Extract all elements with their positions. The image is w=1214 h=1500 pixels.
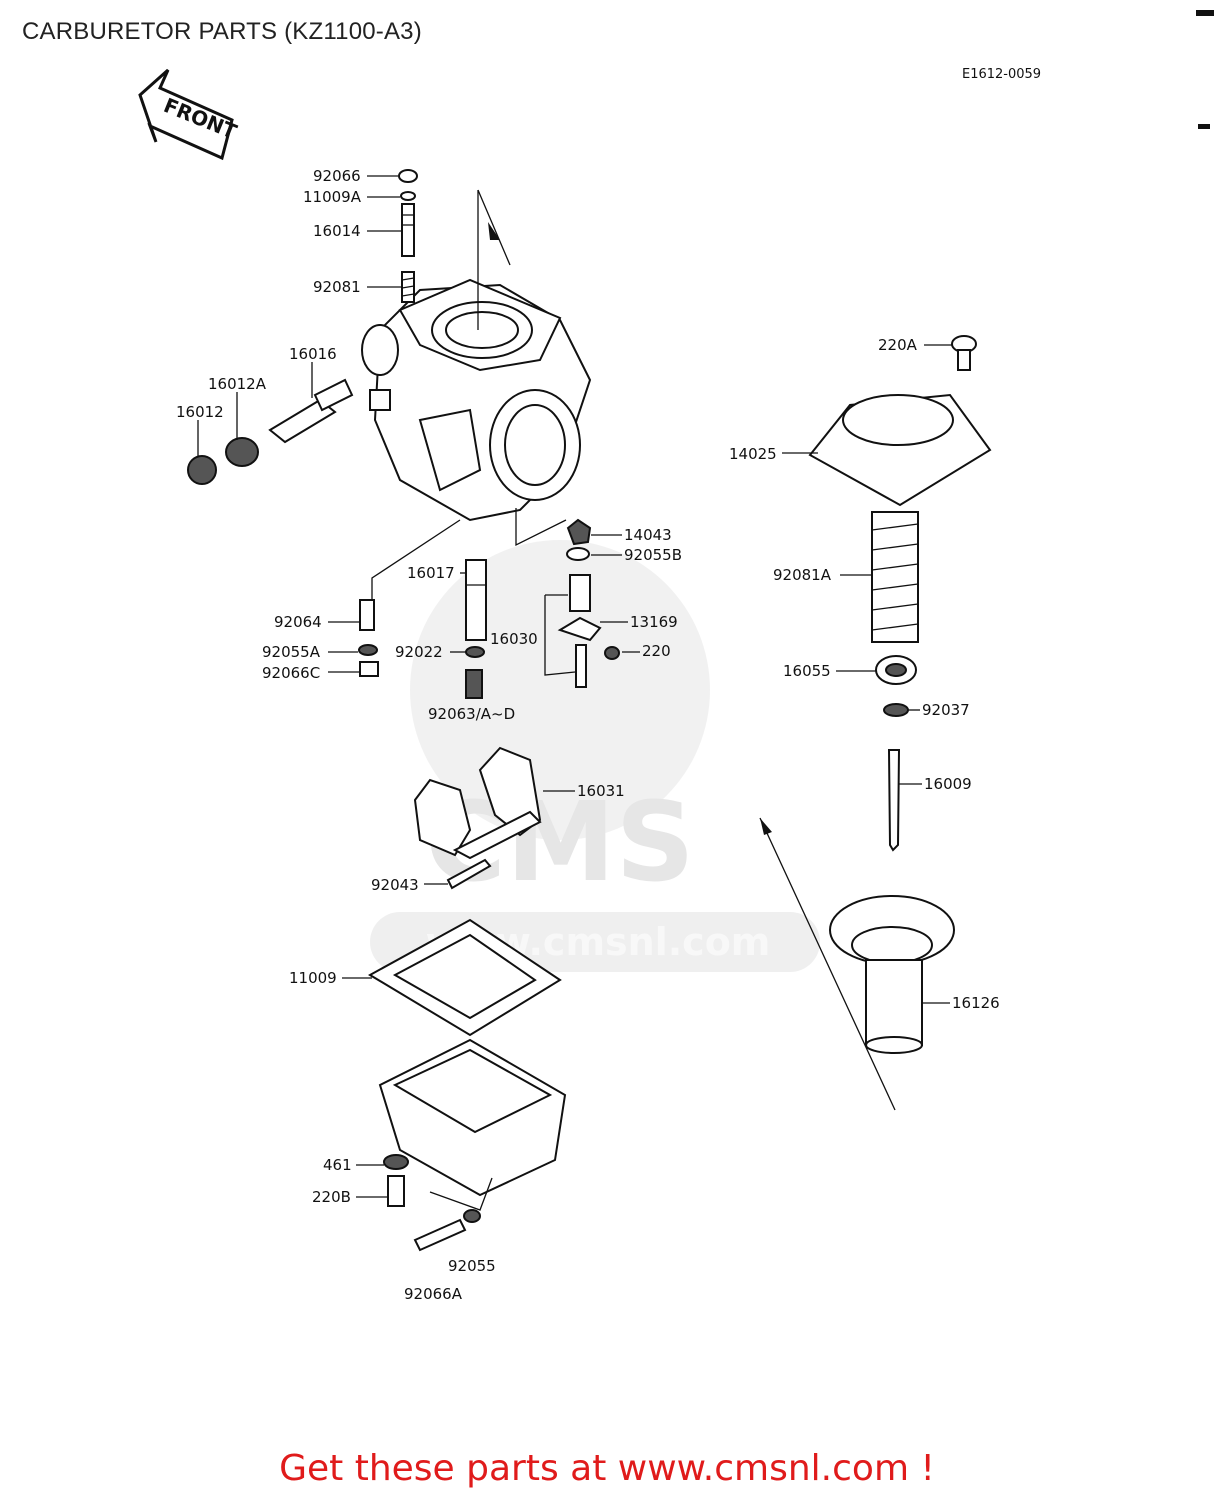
part-220B-screw (387, 1175, 405, 1207)
part-label-92066: 92066 (313, 167, 361, 185)
part-16016-shaft (268, 378, 354, 444)
part-16014-screw (401, 203, 415, 257)
part-16055-seat (875, 655, 917, 685)
part-14025-cover (808, 393, 992, 507)
part-92081A-spring (871, 511, 919, 643)
part-label-92066C: 92066C (262, 664, 320, 682)
carburetor-body (361, 189, 592, 522)
page-title: CARBURETOR PARTS (KZ1100-A3) (22, 18, 422, 45)
part-labels: 92066 11009A 16014 92081 16016 16012A 16… (176, 167, 1000, 1303)
part-220A-screw (951, 335, 977, 371)
part-label-92055B: 92055B (624, 546, 682, 564)
part-16009-needle (887, 749, 901, 852)
diagram-code: E1612-0059 (962, 67, 1041, 82)
part-92037-clip (883, 703, 909, 717)
part-label-16012A: 16012A (208, 375, 267, 393)
part-label-16012: 16012 (176, 403, 224, 421)
part-16012-knob (187, 455, 217, 485)
part-label-92081: 92081 (313, 278, 361, 296)
part-label-92022: 92022 (395, 643, 443, 661)
assembly-arrow-icon (759, 817, 896, 1111)
part-label-11009A: 11009A (303, 188, 362, 206)
part-16030-needle (575, 644, 587, 688)
watermark-logo: CMS (425, 778, 694, 906)
part-label-92037: 92037 (922, 701, 970, 719)
part-92055-oring (463, 1209, 481, 1223)
part-label-220A: 220A (878, 336, 918, 354)
part-label-92055: 92055 (448, 1257, 496, 1275)
part-label-220B: 220B (312, 1188, 351, 1206)
part-label-11009: 11009 (289, 969, 337, 987)
part-92043-pin (446, 858, 492, 890)
part-label-16009: 16009 (924, 775, 972, 793)
part-13169-plate (557, 574, 602, 642)
part-92022-washer (465, 646, 485, 658)
part-label-92066A: 92066A (404, 1285, 463, 1303)
part-16017-tube (465, 559, 487, 641)
part-14043-nut (566, 518, 592, 546)
part-label-16017: 16017 (407, 564, 455, 582)
part-label-16030: 16030 (490, 630, 538, 648)
watermark: CMS www.cmsnl.com (370, 540, 820, 972)
footer-cta-link[interactable]: Get these parts at www.cmsnl.com ! (279, 1448, 935, 1489)
part-92055A-oring (358, 644, 378, 656)
part-label-16014: 16014 (313, 222, 361, 240)
part-label-92063: 92063/A~D (428, 705, 515, 723)
part-16031-float (413, 746, 542, 860)
part-label-16126: 16126 (952, 994, 1000, 1012)
part-11009-gasket (367, 918, 562, 1037)
part-label-92043: 92043 (371, 876, 419, 894)
part-16012A-nut (225, 437, 259, 467)
part-float-bowl (378, 1038, 567, 1197)
part-label-461: 461 (323, 1156, 352, 1174)
part-label-16031: 16031 (577, 782, 625, 800)
part-92081-spring (401, 271, 415, 303)
part-label-16055: 16055 (783, 662, 831, 680)
part-92066C-cap (359, 661, 379, 677)
part-label-92055A: 92055A (262, 643, 321, 661)
part-92063-jet (465, 669, 483, 699)
part-92066-cap (398, 169, 418, 183)
front-arrow-icon: FRONT (138, 68, 241, 161)
part-label-92081A: 92081A (773, 566, 832, 584)
part-11009A-oring (400, 191, 416, 201)
part-461-washer (383, 1154, 409, 1170)
part-label-92064: 92064 (274, 613, 322, 631)
part-label-14025: 14025 (729, 445, 777, 463)
part-92066A-screw (413, 1218, 467, 1252)
part-92064-jet (359, 599, 375, 631)
part-92055B-oring (566, 547, 590, 561)
part-label-16016: 16016 (289, 345, 337, 363)
part-label-14043: 14043 (624, 526, 672, 544)
part-16126-piston (829, 895, 955, 1054)
part-220-screw (604, 646, 620, 660)
part-label-220: 220 (642, 642, 671, 660)
part-label-13169: 13169 (630, 613, 678, 631)
